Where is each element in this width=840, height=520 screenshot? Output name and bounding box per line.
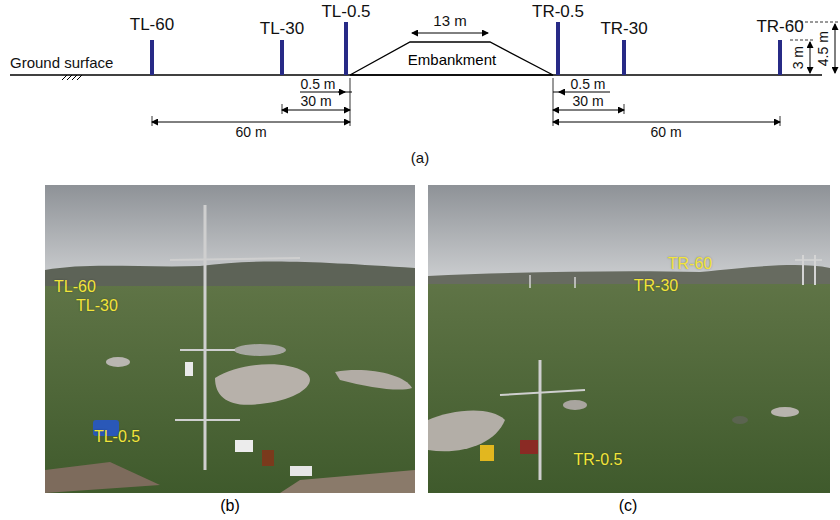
dimension: 60 m [235, 125, 266, 140]
photo-label: TR-30 [634, 277, 678, 295]
panel-label: (a) [411, 150, 429, 167]
photo-label: TR-60 [668, 255, 712, 273]
embankment: Embankment [348, 40, 556, 76]
dimension: 4.5 m [816, 31, 831, 66]
dimension: 13 m [433, 13, 466, 30]
node-label: Embankment [408, 52, 496, 69]
dimension: 30 m [572, 94, 603, 109]
tower-label: TR-0.5 [532, 3, 584, 22]
ground-label: Ground surface [10, 55, 113, 72]
tower-label: TL-0.5 [321, 3, 370, 22]
photo-label: TL-0.5 [94, 428, 140, 446]
dimension: 30 m [300, 94, 331, 109]
panel-label: (c) [619, 497, 638, 515]
photo-label: TL-30 [76, 297, 118, 315]
schematic [10, 22, 838, 126]
dimension: 0.5 m [300, 77, 335, 92]
tower-label: TL-30 [260, 20, 304, 39]
photo-left [45, 185, 415, 493]
photo-label: TR-0.5 [574, 451, 623, 469]
dimension: 0.5 m [570, 77, 605, 92]
dimension: 60 m [650, 125, 681, 140]
photo-right [428, 185, 830, 493]
photo-panel: TR-60TR-30TR-0.5(c) [428, 185, 830, 493]
dimension: 3 m [791, 46, 806, 69]
tower-label: TL-60 [130, 16, 174, 35]
panel-label: (b) [220, 497, 240, 515]
photo-label: TL-60 [54, 278, 96, 296]
tower-label: TR-60 [756, 18, 803, 37]
tower-label: TR-30 [600, 20, 647, 39]
photo-panel: TL-60TL-30TL-0.5(b) [45, 185, 415, 493]
